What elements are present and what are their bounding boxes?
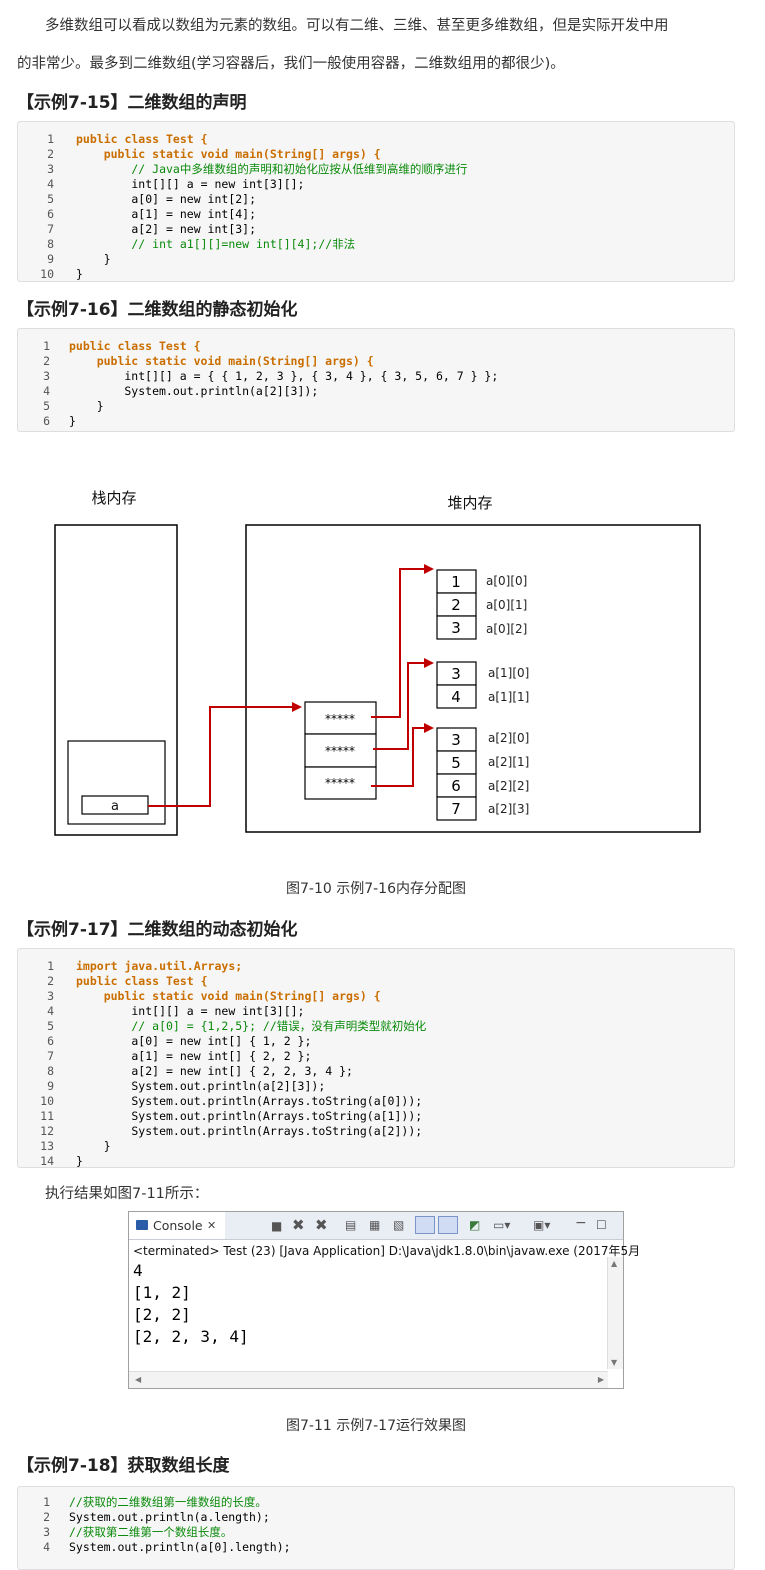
example-7-18-title: 【示例7-18】获取数组长度: [17, 1456, 230, 1476]
arrow-ref0-to-array-0: [371, 564, 434, 718]
arrow-ref1-to-array-1: [373, 658, 434, 750]
array-1-label-1: a[1][1]: [488, 690, 529, 704]
example-7-16-title: 【示例7-16】二维数组的静态初始化: [17, 300, 298, 320]
scroll-lock-icon[interactable]: ▦: [369, 1218, 381, 1232]
intro-line-1: 多维数组可以看成以数组为元素的数组。可以有二维、三维、甚至更多维数组，但是实际开…: [45, 18, 669, 34]
vertical-scrollbar[interactable]: ▲ ▼: [607, 1257, 623, 1369]
clear-console-icon[interactable]: ▤: [345, 1218, 357, 1232]
array-0-value-1: 2: [451, 596, 461, 614]
ref-array-cell-2: [304, 766, 377, 800]
code-lines: import java.util.Arrays; public class Te…: [76, 959, 427, 1168]
ref-array-cell-1: [304, 733, 377, 768]
array-2-label-2: a[2][2]: [488, 779, 529, 793]
result-intro: 执行结果如图7-11所示：: [45, 1186, 209, 1202]
minimize-icon[interactable]: −: [575, 1215, 587, 1231]
scroll-down-icon[interactable]: ▼: [611, 1358, 618, 1367]
array-2-value-3: 7: [451, 800, 461, 818]
show-on-stdout-icon[interactable]: [415, 1216, 435, 1234]
word-wrap-icon[interactable]: ▧: [393, 1218, 405, 1232]
ref-label-2: *****: [325, 776, 355, 790]
array-0-value-2: 3: [451, 619, 461, 637]
remove-all-icon[interactable]: ✖: [315, 1216, 328, 1234]
array-2-label-3: a[2][3]: [488, 802, 529, 816]
output-line: [1, 2]: [133, 1283, 191, 1302]
example-7-15-title: 【示例7-15】二维数组的声明: [17, 93, 247, 113]
code-lines: public class Test { public static void m…: [69, 339, 499, 428]
heap-memory-label: 堆内存: [447, 494, 492, 512]
array-0-label-0: a[0][0]: [486, 574, 527, 588]
console-icon: [136, 1220, 148, 1230]
array-2-cell-3: [436, 796, 477, 821]
code-lines: public class Test { public static void m…: [76, 132, 468, 281]
pin-console-icon[interactable]: ◩: [469, 1218, 481, 1232]
variable-a-label: a: [111, 799, 119, 814]
console-tab[interactable]: Console ✕: [129, 1212, 225, 1239]
output-line: [2, 2, 3, 4]: [133, 1327, 249, 1346]
scroll-up-icon[interactable]: ▲: [611, 1259, 618, 1268]
intro-line-2: 的非常少。最多到二维数组(学习容器后，我们一般使用容器，二维数组用的都很少)。: [17, 56, 565, 72]
open-console-icon[interactable]: ▣▾: [533, 1218, 551, 1232]
array-2-value-1: 5: [451, 754, 461, 772]
array-2-value-2: 6: [451, 777, 461, 795]
output-line: 4: [133, 1261, 143, 1280]
output-line: [2, 2]: [133, 1305, 191, 1324]
scroll-right-icon[interactable]: ▶: [597, 1375, 604, 1384]
array-1-value-1: 4: [451, 688, 461, 706]
array-2-value-0: 3: [451, 731, 461, 749]
display-console-icon[interactable]: ▭▾: [493, 1218, 511, 1232]
array-2-label-1: a[2][1]: [488, 755, 529, 769]
example-7-17-title: 【示例7-17】二维数组的动态初始化: [17, 920, 298, 940]
array-0-label-2: a[0][2]: [486, 622, 527, 636]
figure-7-11-caption: 图7-11 示例7-17运行效果图: [286, 1418, 466, 1434]
stack-frame-box: [67, 740, 166, 825]
maximize-icon[interactable]: ☐: [596, 1218, 607, 1232]
array-1-value-0: 3: [451, 665, 461, 683]
array-1-label-0: a[1][0]: [488, 666, 529, 680]
console-output: 4 [1, 2] [2, 2] [2, 2, 3, 4]: [133, 1260, 249, 1348]
array-0-label-1: a[0][1]: [486, 598, 527, 612]
terminate-icon[interactable]: ■: [271, 1219, 283, 1233]
console-tab-label: Console: [153, 1218, 203, 1233]
figure-7-10-caption: 图7-10 示例7-16内存分配图: [286, 881, 466, 897]
terminated-status: <terminated> Test (23) [Java Application…: [133, 1244, 641, 1258]
code-lines: //获取的二维数组第一维数组的长度。 System.out.println(a.…: [69, 1495, 291, 1554]
ref-label-1: *****: [325, 744, 355, 758]
show-on-stderr-icon[interactable]: [438, 1216, 458, 1234]
array-0-value-0: 1: [451, 573, 461, 591]
stack-memory-box: [54, 524, 178, 836]
stack-memory-label: 栈内存: [91, 489, 136, 507]
array-2-label-0: a[2][0]: [488, 731, 529, 745]
console-window: Console ✕ ■ ✖ ✖ ▤ ▦ ▧ ◩ ▭▾ ▣▾ − ☐ <termi…: [128, 1211, 640, 1389]
memory-diagram: 栈内存 堆内存 a ***** ***** ***** 1 2 3 a[0][0…: [54, 489, 701, 836]
scroll-left-icon[interactable]: ◀: [135, 1375, 142, 1384]
close-icon[interactable]: ✕: [207, 1219, 217, 1232]
arrow-a-to-ref-array: [148, 702, 302, 807]
horizontal-scrollbar[interactable]: ◀ ▶: [129, 1371, 608, 1388]
arrow-ref2-to-array-2: [371, 723, 434, 787]
ref-label-0: *****: [325, 712, 355, 726]
console-tab-bar: Console ✕ ■ ✖ ✖ ▤ ▦ ▧ ◩ ▭▾ ▣▾ − ☐: [129, 1212, 623, 1240]
array-0-cell-2: [436, 615, 477, 640]
remove-launch-icon[interactable]: ✖: [292, 1216, 305, 1234]
heap-memory-box: [245, 524, 701, 833]
array-1-cell-1: [436, 684, 477, 709]
